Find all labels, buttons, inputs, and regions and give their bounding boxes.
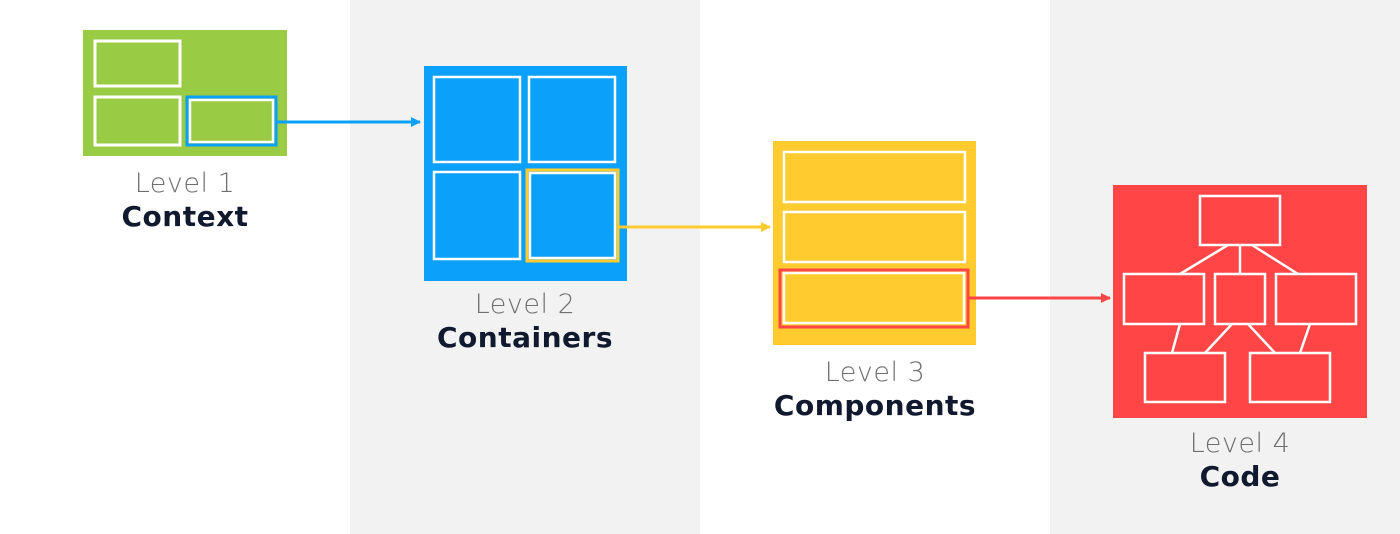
code-class-box <box>1122 272 1206 326</box>
level-3-label: Level 3 Components <box>745 357 1005 423</box>
code-class-box <box>1198 194 1282 247</box>
context-box <box>83 30 287 156</box>
level-number: Level 3 <box>824 357 926 388</box>
level-name: Containers <box>437 321 613 355</box>
context-highlighted-system-inner <box>188 98 275 144</box>
component-box <box>782 150 967 204</box>
component-box <box>782 210 967 264</box>
highlighted-container-inner <box>528 171 617 260</box>
code-class-box <box>1274 272 1358 326</box>
level-name: Context <box>121 200 249 234</box>
context-diagram-icon <box>83 30 287 156</box>
code-class-box <box>1248 351 1332 404</box>
level-name: Code <box>1199 460 1281 494</box>
containers-diagram-icon <box>424 66 627 281</box>
context-system-box <box>93 95 182 147</box>
code-diagram-icon <box>1113 185 1367 418</box>
context-system-box <box>93 39 182 88</box>
container-box <box>527 75 617 164</box>
level-number: Level 4 <box>1189 428 1291 459</box>
code-class-box <box>1213 272 1267 326</box>
highlighted-container-box <box>525 168 620 263</box>
highlighted-component-inner <box>782 271 966 325</box>
components-diagram-icon <box>773 141 976 345</box>
container-box <box>432 75 522 164</box>
level-2-label: Level 2 Containers <box>395 289 655 355</box>
level-number: Level 1 <box>134 168 236 199</box>
container-box <box>432 170 522 261</box>
level-number: Level 2 <box>474 289 576 320</box>
level-4-label: Level 4 Code <box>1110 428 1370 494</box>
code-class-box <box>1143 351 1227 404</box>
level-name: Components <box>773 389 977 423</box>
components-box <box>773 141 976 345</box>
level-1-label: Level 1 Context <box>55 168 315 234</box>
